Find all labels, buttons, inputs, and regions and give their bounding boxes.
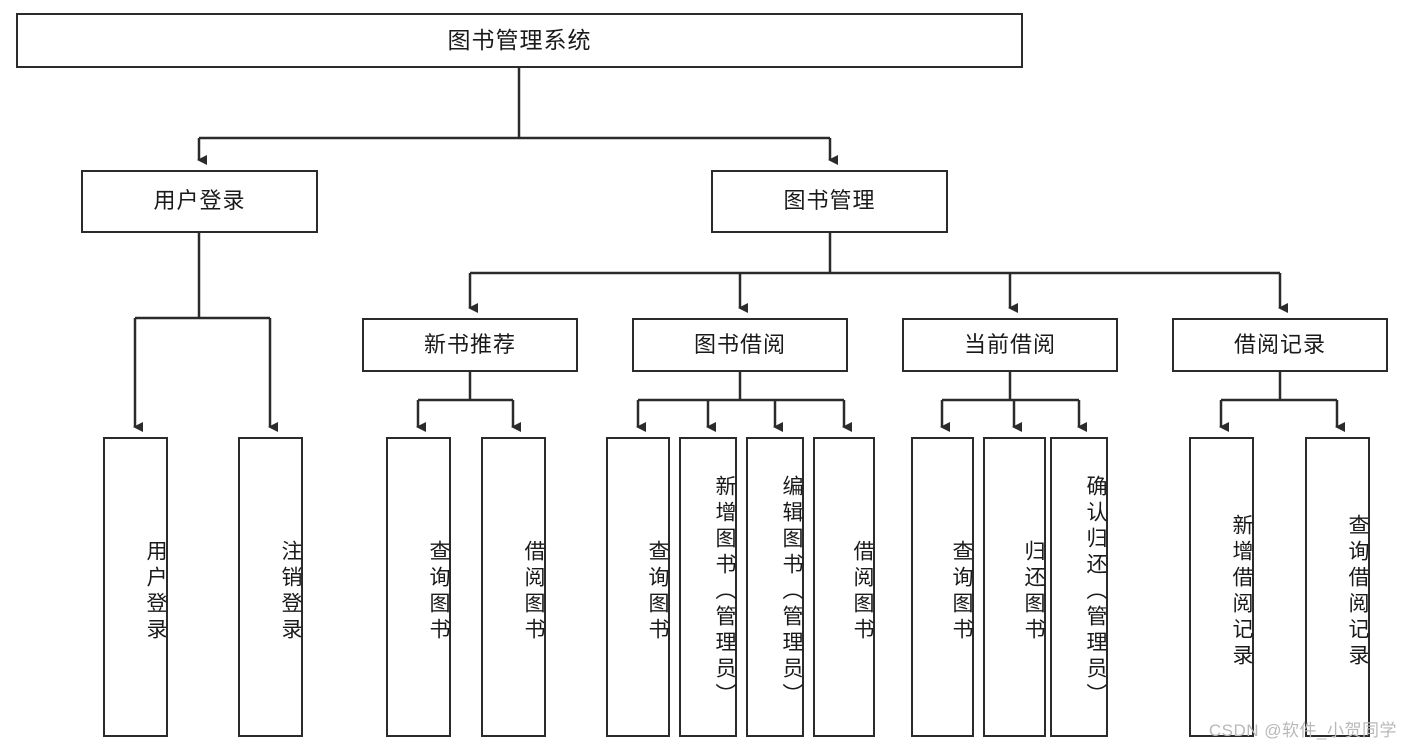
node-leaf-query-book-recommend[interactable]: 查询图书 [386,437,451,737]
node-level3-book-borrow[interactable]: 图书借阅 [632,318,848,372]
node-leaf-edit-book-admin[interactable]: 编辑图书（管理员） [746,437,804,737]
node-leaf-add-borrow-record[interactable]: 新增借阅记录 [1189,437,1254,737]
node-leaf-user-login[interactable]: 用户登录 [103,437,168,737]
node-leaf-add-book-admin[interactable]: 新增图书（管理员） [679,437,737,737]
node-level2-book-management[interactable]: 图书管理 [711,170,948,233]
node-leaf-logout[interactable]: 注销登录 [238,437,303,737]
node-level2-user-login[interactable]: 用户登录 [81,170,318,233]
node-level3-current-borrow[interactable]: 当前借阅 [902,318,1118,372]
node-level3-borrow-record[interactable]: 借阅记录 [1172,318,1388,372]
node-leaf-query-book-borrow[interactable]: 查询图书 [606,437,670,737]
node-leaf-borrow-book[interactable]: 借阅图书 [813,437,875,737]
node-leaf-return-book[interactable]: 归还图书 [983,437,1046,737]
node-leaf-query-book-current[interactable]: 查询图书 [911,437,974,737]
csdn-watermark: CSDN @软件_小贺同学 [1208,721,1397,740]
node-leaf-borrow-book-recommend[interactable]: 借阅图书 [481,437,546,737]
node-leaf-confirm-return-admin[interactable]: 确认归还（管理员） [1050,437,1108,737]
node-level3-new-book-recommend[interactable]: 新书推荐 [362,318,578,372]
node-leaf-query-borrow-record[interactable]: 查询借阅记录 [1305,437,1370,737]
node-root-system[interactable]: 图书管理系统 [16,13,1023,68]
